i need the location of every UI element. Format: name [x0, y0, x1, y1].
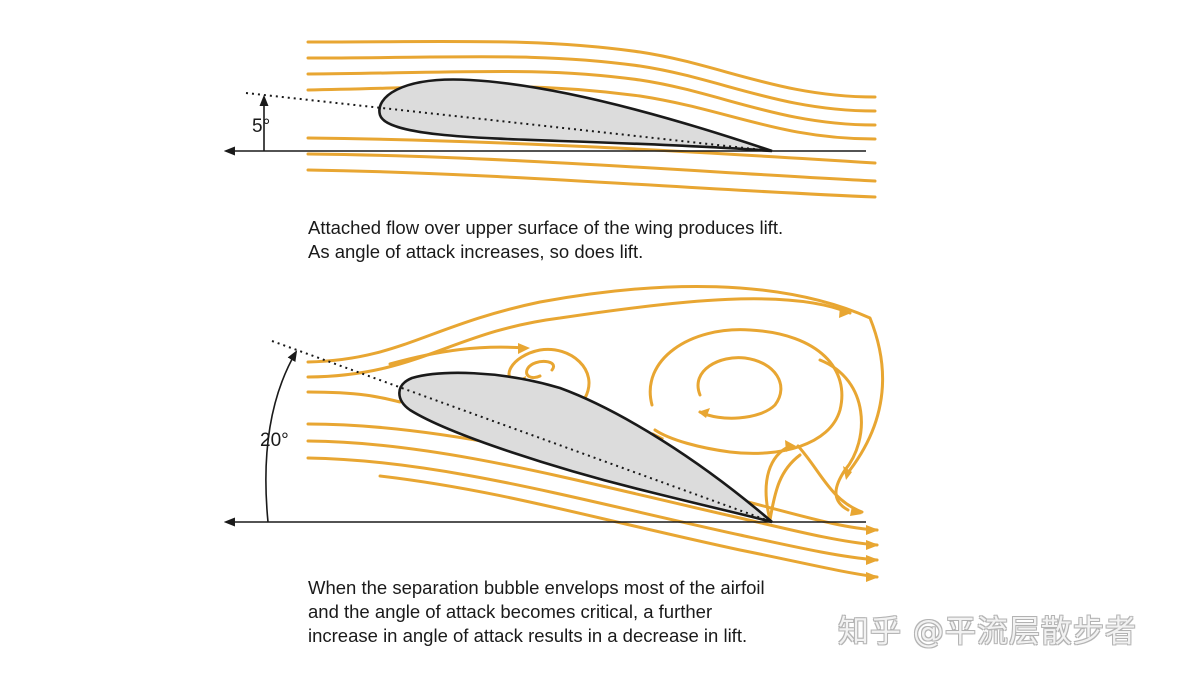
angle-label-high: 20° [260, 430, 289, 451]
streamline [306, 297, 852, 379]
airfoil-shape [398, 371, 773, 524]
streamline [306, 69, 877, 127]
chord-line [271, 340, 773, 523]
arrowhead [866, 555, 879, 565]
streamline [306, 55, 877, 113]
arrowhead [866, 540, 879, 550]
streamline [306, 136, 877, 165]
streamline [306, 456, 879, 562]
vortex-streamline [507, 347, 591, 400]
airfoil-shape [378, 78, 773, 153]
arrowhead [785, 440, 796, 452]
vortex-streamline [648, 328, 844, 455]
panel-separated-flow: 20° [223, 284, 885, 582]
streamline [306, 390, 402, 404]
streamline [306, 39, 877, 99]
chord-line [245, 92, 773, 152]
streamline [388, 345, 527, 366]
vortex-streamline [696, 356, 783, 420]
streamline [378, 474, 879, 579]
caption-attached-flow: Attached flow over upper surface of the … [308, 217, 784, 262]
angle-label-low: 5° [252, 116, 270, 137]
caption-separated-flow: When the separation bubble envelops most… [308, 577, 765, 646]
arrowhead [866, 572, 879, 582]
panel-attached-flow: 5° [223, 39, 877, 199]
vortex-streamline [525, 360, 556, 380]
reverse-flow-streamline [768, 453, 802, 522]
watermark: 知乎 @平流层散步者 [838, 614, 1137, 650]
arrowhead [850, 506, 862, 516]
streamline [306, 168, 877, 199]
reverse-flow-streamline [764, 444, 792, 522]
arrowhead [839, 306, 851, 318]
arrowhead [843, 466, 852, 480]
angle-arc [265, 350, 298, 523]
arrowhead [866, 525, 879, 535]
streamline [306, 284, 885, 472]
streamline [306, 152, 877, 183]
streamline [306, 439, 879, 547]
arrowhead [698, 408, 710, 418]
arrowhead [518, 343, 530, 354]
